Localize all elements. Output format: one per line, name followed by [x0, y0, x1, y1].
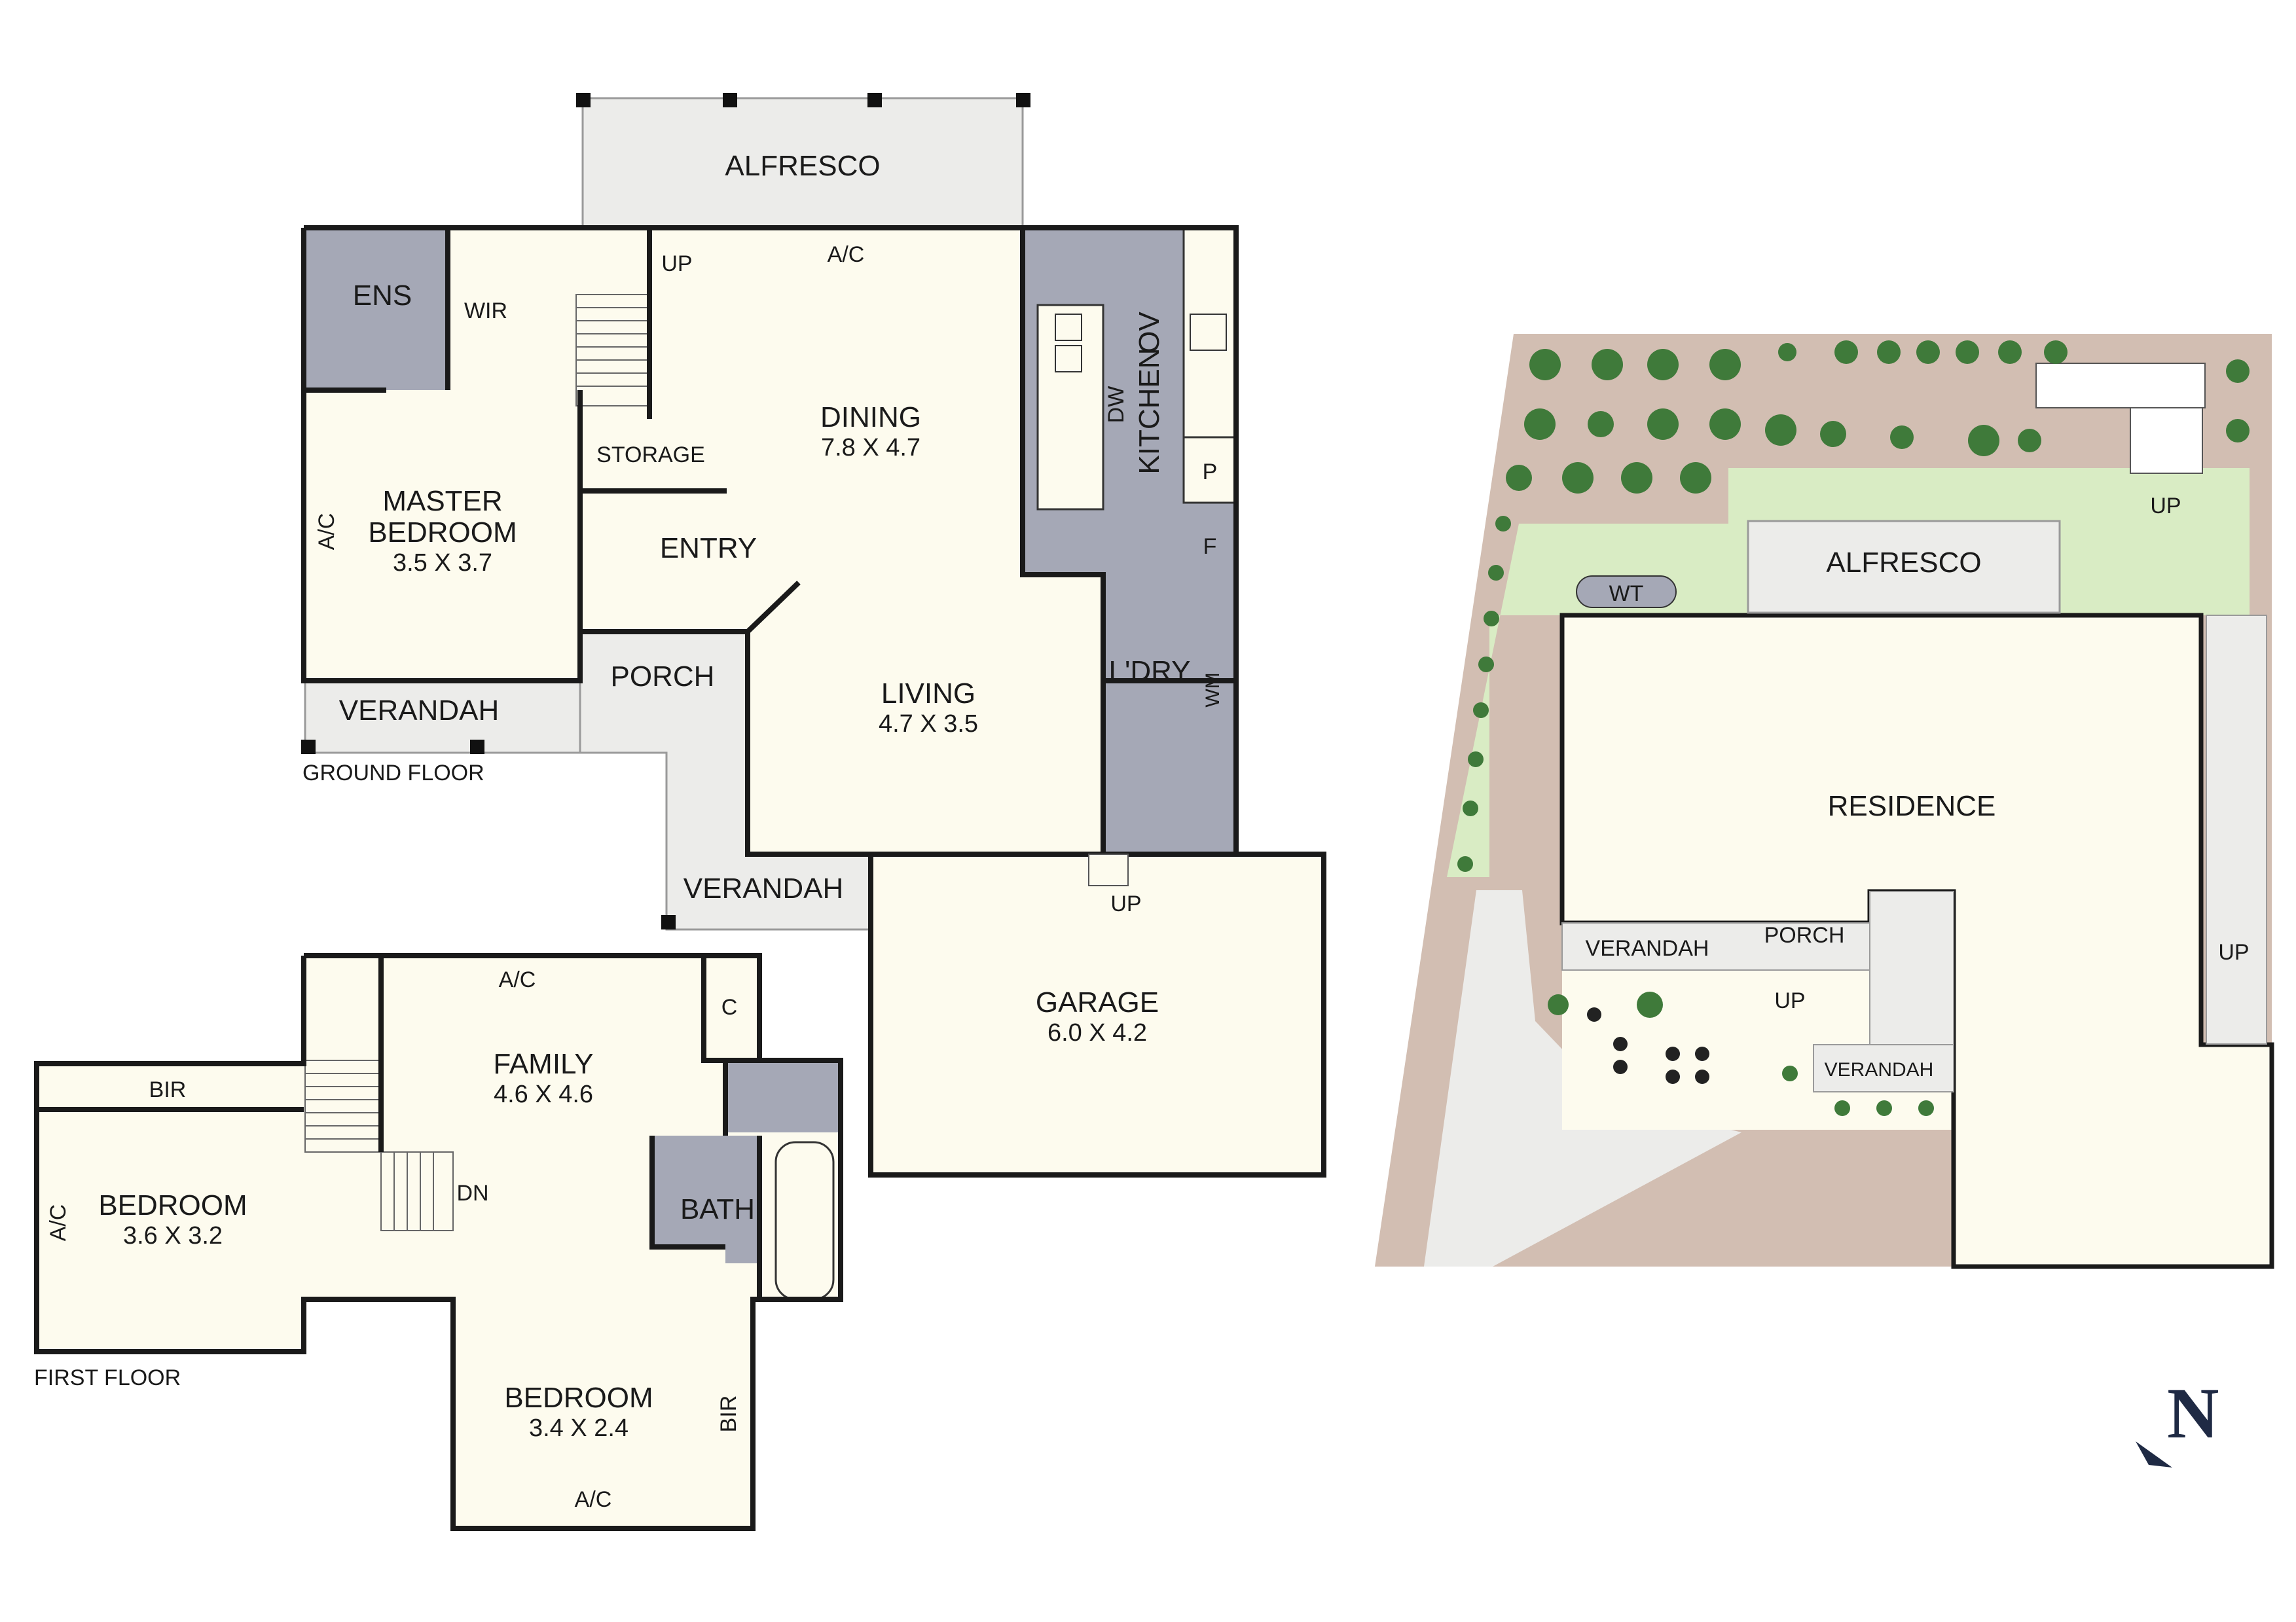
site-porch-up-label: UP: [1774, 988, 1805, 1013]
first-floor-interior: [37, 956, 841, 1528]
site-up-label: UP: [2150, 494, 2181, 518]
compass-icon: N: [2136, 1373, 2219, 1468]
oven-label: OV: [1133, 312, 1165, 353]
ac-label: A/C: [46, 1204, 71, 1242]
bath-area: [652, 1136, 759, 1263]
garden-plants-dark: [1587, 1007, 1709, 1084]
first-floor-plan: [34, 953, 843, 1531]
site-stairs-top: [2035, 363, 2206, 408]
kitchen-label: KITCHEN: [1133, 348, 1165, 474]
laundry-area: [1103, 575, 1236, 854]
ac-label: A/C: [575, 1487, 612, 1512]
sink-icon: [1055, 345, 1082, 372]
post: [470, 740, 484, 754]
site-stairs-down: [2130, 407, 2203, 474]
dining-label: DINING: [820, 401, 921, 433]
water-tank: [1576, 575, 1677, 608]
ensuite-label: ENS: [353, 279, 412, 312]
site-verandah-label: VERANDAH: [1586, 936, 1709, 961]
site-alfresco-area: [1747, 520, 2061, 614]
family-label: FAMILY: [493, 1048, 593, 1080]
master-bedroom-dimensions: 3.5 X 3.7: [393, 549, 492, 577]
first-floor-title: FIRST FLOOR: [34, 1365, 181, 1390]
alfresco-label: ALFRESCO: [725, 150, 880, 182]
washing-machine-label: WM: [1202, 672, 1224, 707]
garage-step: [1088, 854, 1129, 886]
bath-label: BATH: [680, 1193, 755, 1225]
ac-label: A/C: [314, 513, 339, 550]
post: [1016, 93, 1030, 107]
site-verandah-area: [1561, 922, 1870, 971]
site-verandah-2-label: VERANDAH: [1825, 1059, 1934, 1081]
ac-label: A/C: [499, 967, 536, 992]
garden-shrubs: [1457, 340, 2250, 1116]
ensuite-area: [304, 228, 448, 390]
site-verandah-2-area: [1813, 1044, 1954, 1092]
storage-label: STORAGE: [596, 442, 705, 467]
cooktop-icon: [1190, 314, 1227, 351]
post: [576, 93, 591, 107]
bir-label: BIR: [149, 1077, 187, 1102]
ground-walls: [301, 225, 1239, 857]
north-label: N: [2167, 1373, 2219, 1453]
first-floor-stairs: [304, 1060, 454, 1231]
family-dimensions: 4.6 X 4.6: [494, 1081, 593, 1108]
verandah-south-label: VERANDAH: [683, 873, 844, 905]
pantry-label: P: [1203, 460, 1218, 484]
bedroom-left-dimensions: 3.6 X 3.2: [123, 1222, 223, 1250]
site-porch-label: PORCH: [1764, 923, 1845, 948]
site-plan: [1375, 334, 2274, 1269]
living-label: LIVING: [881, 677, 975, 710]
garage-area: [868, 852, 1326, 1178]
post: [867, 93, 882, 107]
ground-interior: [304, 228, 1236, 854]
entry-label: ENTRY: [660, 532, 757, 564]
bedroom-left-label: BEDROOM: [98, 1189, 247, 1221]
kitchen-island: [1036, 304, 1104, 511]
first-floor-walls: [34, 953, 843, 1531]
ground-floor-plan: [301, 93, 1326, 1178]
garage-up-label: UP: [1110, 892, 1141, 916]
dining-dimensions: 7.8 X 4.7: [821, 434, 920, 461]
side-path: [2206, 615, 2267, 1045]
bathtub: [774, 1141, 835, 1301]
ac-label: A/C: [828, 242, 865, 267]
dishwasher-label: DW: [1104, 386, 1129, 424]
post: [723, 93, 737, 107]
stairs-up-label: UP: [661, 251, 692, 276]
porch-label: PORCH: [611, 660, 715, 693]
post: [661, 915, 676, 929]
bedroom-bottom-label: BEDROOM: [504, 1382, 653, 1414]
verandah-west-label: VERANDAH: [339, 694, 500, 727]
alfresco-area: [581, 97, 1024, 229]
post: [301, 740, 316, 754]
powder-area: [725, 1060, 841, 1132]
ground-floor-title: GROUND FLOOR: [302, 761, 484, 785]
wir-label: WIR: [464, 298, 507, 323]
fridge-label: F: [1203, 534, 1217, 559]
bedroom-bottom-dimensions: 3.4 X 2.4: [529, 1415, 629, 1442]
water-tank-label: WT: [1609, 581, 1644, 606]
cupboard-label: C: [721, 995, 738, 1020]
pantry: [1182, 436, 1237, 504]
sink-icon: [1055, 314, 1082, 341]
master-bedroom-label-line2: BEDROOM: [368, 516, 517, 549]
bir-label: BIR: [716, 1396, 741, 1433]
garage-label: GARAGE: [1036, 986, 1159, 1018]
laundry-label: L'DRY: [1109, 655, 1191, 687]
site-side-up-label: UP: [2218, 940, 2249, 965]
kitchen-bench: [1182, 226, 1237, 439]
site-alfresco-label: ALFRESCO: [1826, 547, 1981, 579]
stairs-down-label: DN: [456, 1181, 488, 1206]
site-porch-area: [1869, 891, 1954, 1045]
garage-dimensions: 6.0 X 4.2: [1048, 1019, 1147, 1047]
living-dimensions: 4.7 X 3.5: [879, 710, 978, 738]
residence-label: RESIDENCE: [1828, 790, 1996, 822]
master-bedroom-label-line1: MASTER: [382, 485, 502, 517]
